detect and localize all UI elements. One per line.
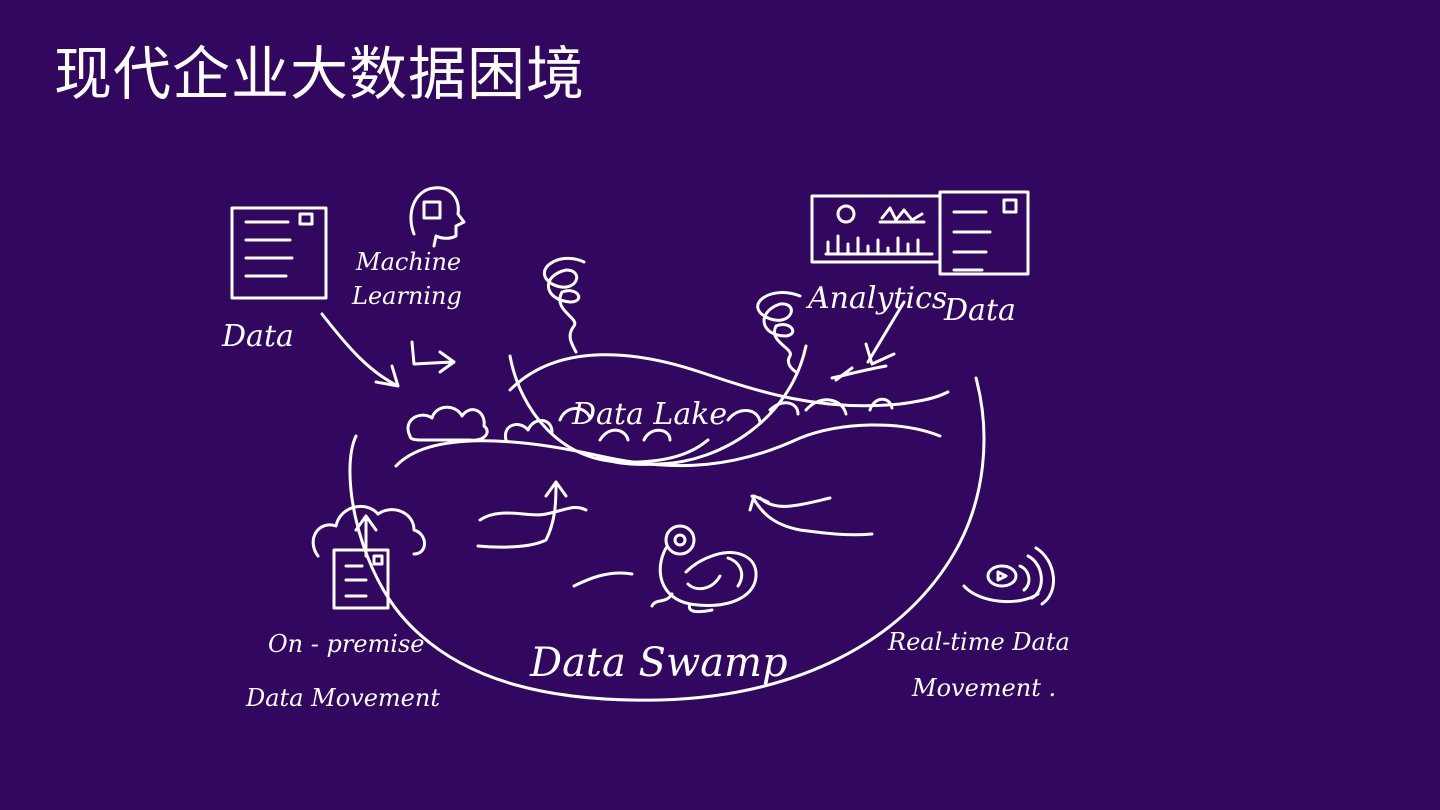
label-machine: Machine — [355, 248, 461, 276]
analytics-dashboard-icon — [812, 196, 940, 262]
arrow-data-to-lake — [322, 314, 398, 386]
label-data-swamp: Data Swamp — [529, 640, 788, 686]
frog-icon — [652, 526, 756, 612]
realtime-broadcast-icon — [964, 548, 1053, 604]
label-realtime: Real-time Data — [887, 628, 1070, 656]
swamp-ripple-1 — [480, 507, 586, 520]
label-data-left: Data — [221, 319, 294, 354]
label-on-premise: On - premise — [268, 630, 425, 658]
label-realtime-movement: Movement . — [911, 674, 1056, 702]
label-on-premise-movement: Data Movement — [245, 684, 440, 712]
swamp-ripple-3 — [760, 498, 830, 506]
swamp-ripple-5 — [574, 573, 632, 586]
label-analytics: Analytics — [805, 281, 947, 316]
data-document-icon-right — [940, 192, 1028, 274]
machine-learning-head-icon — [411, 188, 464, 246]
arrow-ml-to-lake — [412, 342, 454, 372]
steam-spiral-left — [544, 258, 584, 352]
label-data-right: Data — [943, 293, 1016, 328]
data-document-icon-left — [232, 208, 326, 298]
on-premise-document-icon — [334, 550, 388, 608]
label-learning: Learning — [351, 282, 462, 310]
label-data-lake: Data Lake — [571, 397, 727, 432]
steam-spiral-right — [758, 293, 800, 372]
